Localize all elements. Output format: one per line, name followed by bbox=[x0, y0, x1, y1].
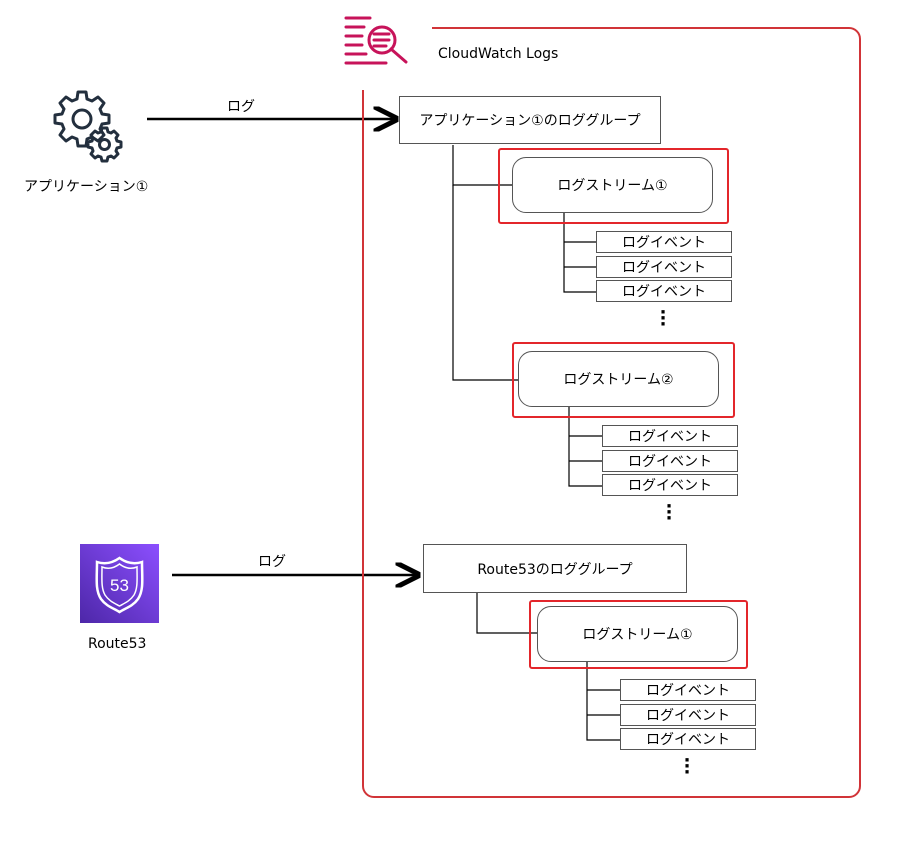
app-stream-1-event-1: ログイベント bbox=[596, 231, 732, 253]
app-stream-2-event-2: ログイベント bbox=[602, 450, 738, 472]
app-stream-1: ログストリーム① bbox=[512, 157, 713, 213]
app-log-group: アプリケーション①のロググループ bbox=[399, 96, 661, 144]
route53-shield-icon: 53 bbox=[80, 544, 159, 623]
app-stream-1-highlight bbox=[498, 148, 729, 224]
app-stream-2-event-1: ログイベント bbox=[602, 425, 738, 447]
route53-log-group: Route53のロググループ bbox=[423, 544, 687, 593]
route53-source-label: Route53 bbox=[88, 636, 147, 652]
app-stream-1-event-3: ログイベント bbox=[596, 280, 732, 302]
route53-badge: 53 bbox=[110, 576, 129, 595]
app-arrow-label: ログ bbox=[227, 99, 255, 115]
app-stream-1-more: ··· bbox=[659, 302, 667, 335]
app-stream-2-event-3: ログイベント bbox=[602, 474, 738, 496]
route53-arrow-label: ログ bbox=[258, 554, 286, 570]
app-stream-2-highlight bbox=[512, 342, 735, 418]
route53-stream-1-highlight bbox=[529, 600, 748, 669]
route53-stream-1-more: ··· bbox=[683, 750, 691, 783]
gear-icon bbox=[50, 88, 128, 164]
app-stream-1-event-2: ログイベント bbox=[596, 256, 732, 278]
route53-stream-1-event-3: ログイベント bbox=[620, 728, 756, 750]
app-stream-2-more: ··· bbox=[665, 496, 673, 529]
route53-stream-1: ログストリーム① bbox=[537, 606, 738, 662]
container-title-gap bbox=[340, 10, 432, 90]
cloudwatch-logs-container bbox=[362, 27, 861, 798]
cloudwatch-logs-icon bbox=[342, 12, 412, 66]
route53-stream-1-event-2: ログイベント bbox=[620, 704, 756, 726]
app-stream-2: ログストリーム② bbox=[518, 351, 719, 407]
cloudwatch-logs-title: CloudWatch Logs bbox=[438, 46, 559, 62]
app-source-label: アプリケーション① bbox=[24, 179, 149, 195]
route53-stream-1-event-1: ログイベント bbox=[620, 679, 756, 701]
